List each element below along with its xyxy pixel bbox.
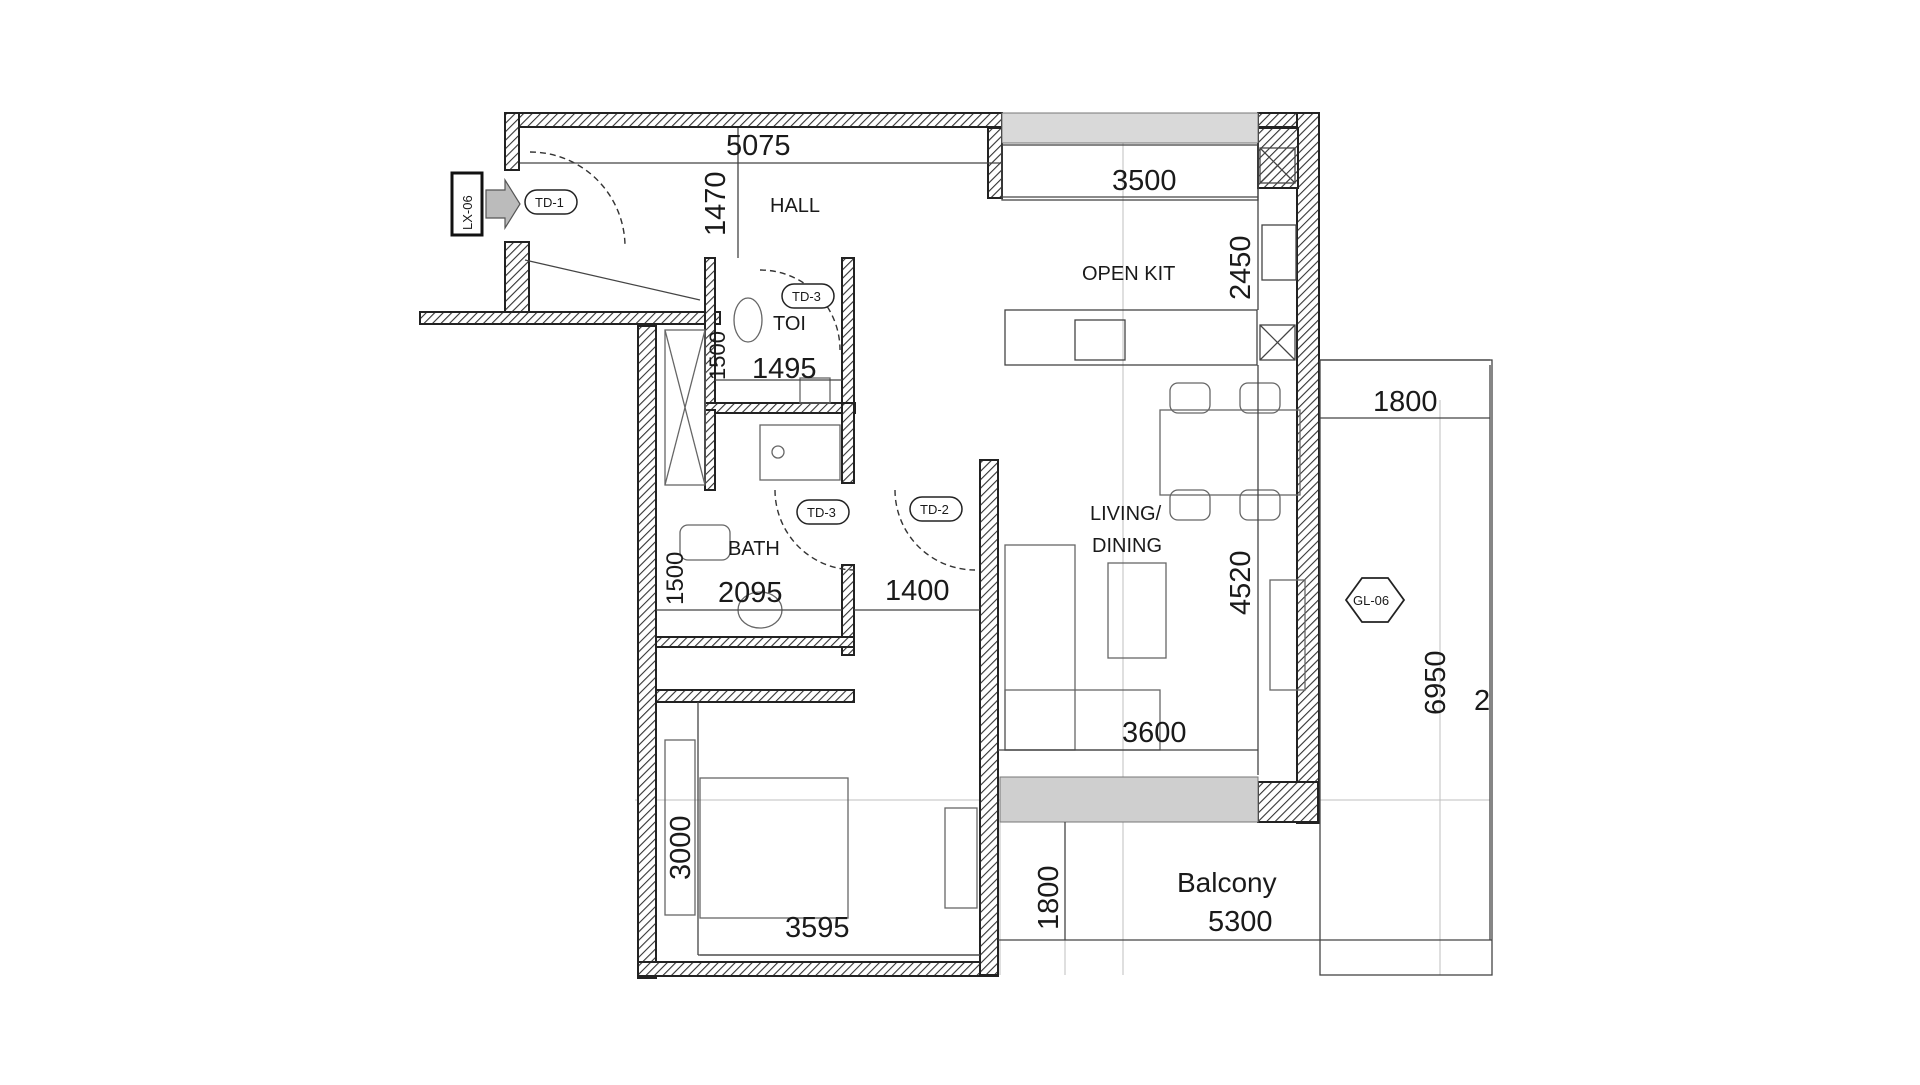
- dining-set: [1159, 382, 1301, 521]
- dim-1400: 1400: [885, 575, 950, 607]
- dim-1500-toi: 1500: [705, 331, 730, 380]
- wall-bedroom-right: [979, 459, 999, 976]
- wall-toi-right: [841, 257, 855, 404]
- room-label-open-kit: OPEN KIT: [1082, 263, 1175, 285]
- wall-entry-upper: [504, 112, 520, 171]
- toi-basin: [733, 297, 763, 343]
- wc: [679, 524, 731, 561]
- wall-bath-right-upper: [841, 402, 855, 484]
- balcony-outline: [998, 359, 1493, 976]
- window-living: [999, 776, 1259, 823]
- tag-td3-toi: TD-3: [792, 289, 821, 304]
- headboard: [664, 739, 696, 916]
- shaft-box: [664, 329, 706, 486]
- dim-3600: 3600: [1122, 717, 1187, 749]
- dim-3595: 3595: [785, 912, 850, 944]
- lx-tag-box: [450, 171, 484, 237]
- wall-left: [637, 325, 657, 979]
- sink: [1074, 319, 1126, 361]
- dim-2450: 2450: [1225, 235, 1257, 300]
- bed: [699, 777, 849, 919]
- dim-1800-balcony: 1800: [1033, 865, 1065, 930]
- wall-wardrobe-bottom: [655, 689, 855, 703]
- hob: [1261, 224, 1297, 281]
- wall-entry-lower: [504, 241, 530, 313]
- dim-1500-bath: 1500: [662, 552, 689, 605]
- td2-badge: [909, 496, 963, 522]
- tv-bedroom: [944, 807, 978, 909]
- window-kitchen: [1001, 112, 1259, 144]
- room-label-hall: HALL: [770, 195, 820, 217]
- door-swings: [524, 151, 976, 571]
- dimension-labels: 5075 1470 3500 2450 1495 1500 1800 4520 …: [662, 130, 1490, 944]
- bath-fixtures: [664, 297, 841, 629]
- dim-1495: 1495: [752, 353, 817, 385]
- tv-unit: [1269, 579, 1306, 691]
- wall-toi-left: [704, 257, 716, 404]
- dim-1470: 1470: [700, 171, 732, 236]
- td3-toi-badge: [781, 283, 835, 309]
- dim-4520: 4520: [1225, 550, 1257, 615]
- entry-arrow-icon: [485, 177, 521, 231]
- wall-living-corner: [1257, 781, 1319, 823]
- dim-2095: 2095: [718, 577, 783, 609]
- room-label-bath: BATH: [728, 538, 780, 560]
- walls: [419, 112, 1320, 979]
- wall-shaft: [704, 409, 716, 491]
- grid-lines: [635, 120, 1490, 975]
- tag-gl06: GL-06: [1353, 593, 1389, 608]
- room-label-balcony: Balcony: [1177, 867, 1277, 898]
- tag-td2: TD-2: [920, 502, 949, 517]
- shower-tray: [759, 424, 841, 481]
- dim-6950: 6950: [1420, 650, 1452, 715]
- room-label-dining: DINING: [1092, 535, 1162, 557]
- room-label-toi: TOI: [773, 313, 806, 335]
- wall-toi-bottom: [704, 402, 856, 414]
- dim-3000: 3000: [665, 815, 697, 880]
- dim-partial: 2: [1474, 685, 1490, 717]
- room-labels: HALL OPEN KIT TOI BATH LIVING/ DINING Ba…: [728, 195, 1277, 898]
- wall-bottom-bedroom: [637, 961, 999, 977]
- wall-corridor: [419, 311, 721, 325]
- td3-bath-badge: [796, 499, 850, 525]
- tag-td1: TD-1: [535, 195, 564, 210]
- tag-td3-bath: TD-3: [807, 505, 836, 520]
- dim-1800-top: 1800: [1373, 386, 1438, 418]
- dimension-lines: [520, 128, 1491, 956]
- wall-top-left: [504, 112, 1003, 128]
- dim-5075: 5075: [726, 130, 791, 162]
- wall-wardrobe-top: [655, 636, 855, 648]
- dim-3500: 3500: [1112, 165, 1177, 197]
- door-tags: LX-06 TD-1 TD-3 TD-3 TD-2 GL-06: [450, 171, 1406, 623]
- dim-5300: 5300: [1208, 906, 1273, 938]
- room-label-living: LIVING/: [1090, 503, 1162, 525]
- gl06-badge: [1344, 577, 1406, 623]
- tag-lx: LX-06: [460, 195, 475, 230]
- td1-badge: [524, 189, 578, 215]
